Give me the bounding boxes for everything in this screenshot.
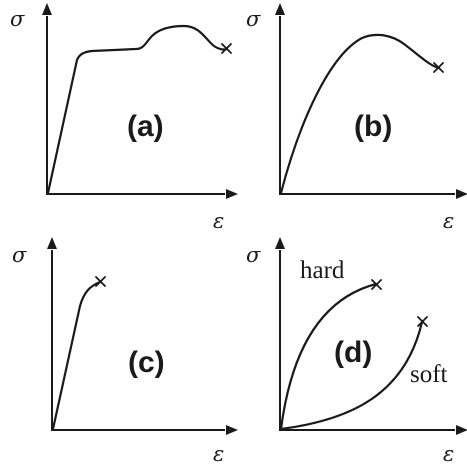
panel-c-label: (c) <box>128 346 165 379</box>
panel-d-strain-symbol: ε <box>443 442 454 464</box>
panel-d-stress-arrow-icon <box>275 237 285 249</box>
panel-b-fracture-mark-icon <box>433 62 444 73</box>
panel-d-soft-label: soft <box>410 361 448 388</box>
panel-b-strain-arrow-icon <box>456 189 467 199</box>
panel-a-strain-symbol: ε <box>213 209 224 233</box>
panel-c-strain-symbol: ε <box>213 442 224 464</box>
panel-d: σ ε hard soft (d) <box>246 237 467 464</box>
panel-d-hard-label: hard <box>300 257 345 284</box>
panel-c-stress-symbol: σ <box>12 243 27 267</box>
panel-d-strain-arrow-icon <box>456 425 467 435</box>
panel-d-label: (d) <box>334 336 372 369</box>
panel-c: σ ε (c) <box>12 237 238 464</box>
panel-b-stress-arrow-icon <box>275 3 285 15</box>
panel-d-hard-fracture-mark-icon <box>371 279 382 290</box>
panel-d-hard-curve <box>279 282 378 431</box>
panel-b-strain-symbol: ε <box>443 209 454 233</box>
panel-a-stress-arrow-icon <box>42 3 52 15</box>
panel-a-fracture-mark-icon <box>221 43 232 54</box>
panel-d-soft-fracture-mark-icon <box>417 316 428 327</box>
panel-b-stress-symbol: σ <box>246 7 261 31</box>
panel-a-stress-symbol: σ <box>10 7 25 31</box>
panel-a-strain-arrow-icon <box>226 189 238 199</box>
panel-a-label: (a) <box>127 110 164 143</box>
panel-d-soft-curve <box>279 320 424 431</box>
panel-c-curve <box>51 280 102 431</box>
panel-a: σ ε (a) <box>10 3 238 233</box>
panel-c-fracture-mark-icon <box>95 276 106 287</box>
panel-d-stress-symbol: σ <box>246 243 261 267</box>
panel-b-curve <box>279 33 441 195</box>
panel-a-curve <box>46 24 229 195</box>
panel-c-stress-arrow-icon <box>47 237 57 249</box>
panel-b: σ ε (b) <box>246 3 467 233</box>
panel-c-strain-arrow-icon <box>226 425 238 435</box>
panel-b-label: (b) <box>354 110 392 143</box>
